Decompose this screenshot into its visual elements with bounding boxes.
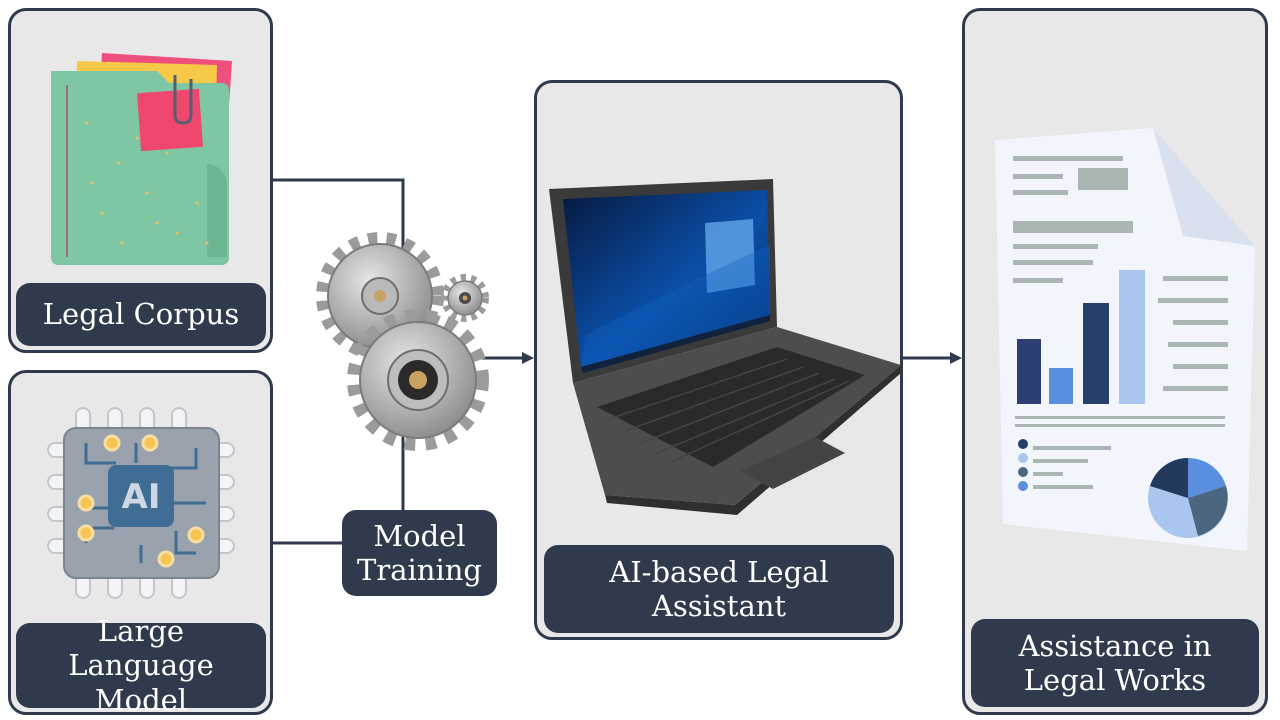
assistant-label: AI-based Legal Assistant [544, 545, 894, 633]
report-pie-chart [1148, 458, 1228, 538]
report-document-icon [995, 128, 1255, 551]
folder-icon [51, 53, 232, 265]
arrowhead-output [950, 352, 962, 364]
arrowhead-assistant [522, 352, 534, 364]
model-training-label: Model Training [342, 510, 497, 596]
assistance-panel: Assistance in Legal Works [962, 8, 1268, 715]
legal-corpus-label: Legal Corpus [16, 283, 266, 346]
gears-icon [316, 232, 489, 451]
llm-label: Large Language Model [16, 614, 266, 717]
assistant-panel: AI-based Legal Assistant [534, 80, 903, 640]
report-bar-chart [1017, 270, 1145, 404]
chip-text: AI [122, 477, 161, 517]
laptop-icon [549, 179, 901, 515]
legal-corpus-panel: Legal Corpus [8, 8, 273, 353]
llm-panel: AI Large Language Model [8, 370, 273, 717]
assistance-label: Assistance in Legal Works [971, 619, 1259, 707]
ai-chip-icon: AI [47, 407, 235, 599]
